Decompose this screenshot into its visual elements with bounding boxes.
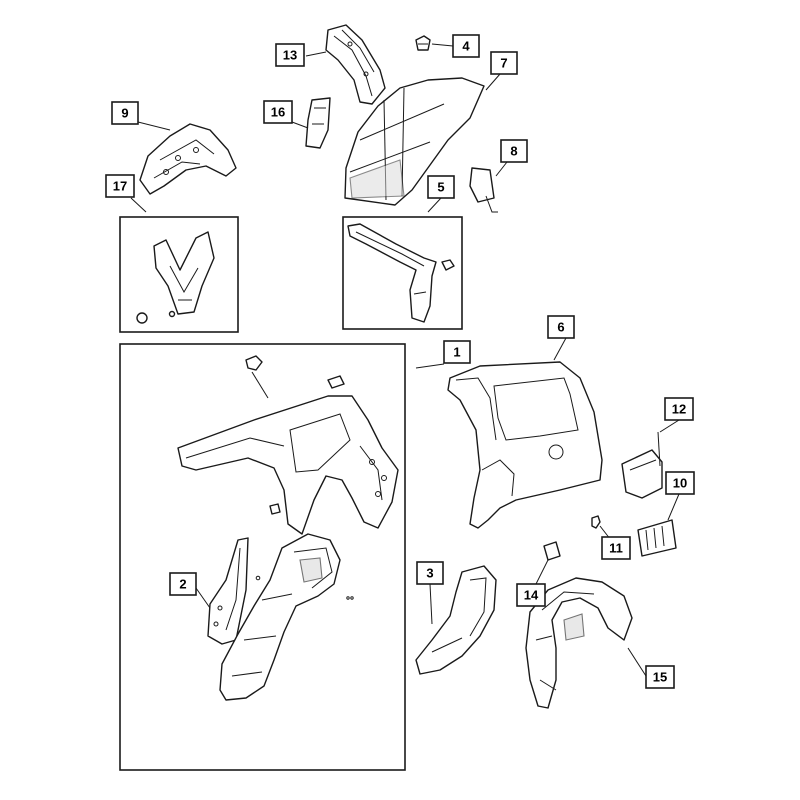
leader-lines	[130, 43, 680, 677]
callout-9-label: 9	[121, 106, 128, 121]
callout-16-label: 16	[271, 105, 285, 120]
part-2-drawing	[207, 537, 249, 645]
callout-8: 8	[500, 139, 528, 163]
assembly-frame-1	[119, 343, 406, 771]
callout-6-label: 6	[557, 320, 564, 335]
part-17-drawing	[136, 231, 215, 324]
part-15-drawing	[525, 577, 633, 709]
callout-12: 12	[664, 397, 694, 421]
part-11-drawing	[591, 515, 601, 529]
part-4-drawing	[415, 35, 431, 51]
part-10-drawing	[637, 519, 677, 557]
callout-17: 17	[105, 174, 135, 198]
part-7-drawing	[344, 77, 485, 206]
wheelhouse-inner-drawing	[219, 533, 354, 701]
callout-6: 6	[547, 315, 575, 339]
callout-12-label: 12	[672, 402, 686, 417]
callout-3: 3	[416, 561, 444, 585]
callout-8-label: 8	[510, 144, 517, 159]
callout-2-label: 2	[179, 577, 186, 592]
callout-4: 4	[452, 34, 480, 58]
callout-7: 7	[490, 51, 518, 75]
detail-frame-5	[342, 216, 463, 330]
callout-10-label: 10	[673, 476, 687, 491]
callout-2: 2	[169, 572, 197, 596]
callout-5-label: 5	[437, 180, 444, 195]
callout-9: 9	[111, 101, 139, 125]
part-12-drawing	[621, 431, 663, 499]
part-5-drawing	[347, 223, 455, 323]
callout-4-label: 4	[462, 39, 470, 54]
part-16-drawing	[305, 97, 331, 149]
callout-14-label: 14	[524, 588, 539, 603]
callout-17-label: 17	[113, 179, 127, 194]
callout-13-label: 13	[283, 48, 297, 63]
callout-15: 15	[645, 665, 675, 689]
callout-11: 11	[601, 536, 631, 560]
callout-10: 10	[665, 471, 695, 495]
callout-13: 13	[275, 43, 305, 67]
part-9-drawing	[139, 123, 237, 195]
callout-16: 16	[263, 100, 293, 124]
part-1-drawing	[177, 355, 399, 535]
part-8-drawing	[469, 167, 498, 213]
callout-5: 5	[427, 175, 455, 199]
callout-11-label: 11	[609, 541, 623, 556]
callout-15-label: 15	[653, 670, 667, 685]
part-6-drawing	[447, 361, 603, 529]
callout-3-label: 3	[426, 566, 433, 581]
part-14-drawing	[543, 541, 561, 561]
callout-1: 1	[443, 340, 471, 364]
part-13-drawing	[325, 24, 386, 105]
part-3-drawing	[415, 565, 497, 675]
detail-frame-17	[119, 216, 239, 333]
callout-14: 14	[516, 583, 546, 607]
callout-1-label: 1	[453, 345, 460, 360]
callout-7-label: 7	[500, 56, 507, 71]
